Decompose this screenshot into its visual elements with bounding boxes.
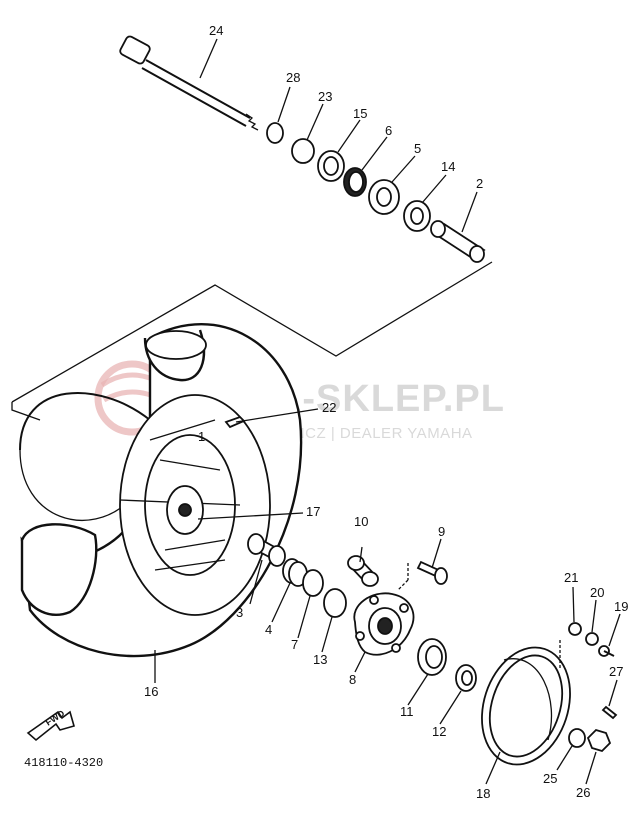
part-washer-28	[266, 122, 284, 144]
part-oring-13	[323, 588, 347, 618]
callout-6: 6	[385, 123, 392, 138]
callout-19: 19	[614, 599, 628, 614]
callout-24: 24	[209, 23, 223, 38]
part-bolt-9	[416, 560, 448, 585]
part-seal-12	[455, 664, 477, 692]
part-hub-8	[353, 592, 415, 656]
part-wheel-rim	[119, 394, 271, 616]
callout-4: 4	[265, 622, 272, 637]
callout-12: 12	[432, 724, 446, 739]
callout-11: 11	[400, 704, 414, 719]
callout-8: 8	[349, 672, 356, 687]
part-bearing-11	[417, 638, 447, 676]
callout-27: 27	[609, 664, 623, 679]
part-bolt-19	[598, 645, 615, 657]
callout-1: 1	[198, 429, 205, 444]
callout-16: 16	[144, 684, 158, 699]
callout-21: 21	[564, 570, 578, 585]
callout-28: 28	[286, 70, 300, 85]
part-seal-15	[317, 150, 345, 182]
part-collar-10	[347, 555, 379, 587]
callout-14: 14	[441, 159, 455, 174]
assembly-group-outline	[11, 261, 493, 403]
callout-17: 17	[306, 504, 320, 519]
part-axle	[119, 35, 259, 131]
part-21	[568, 622, 582, 636]
leader-lines	[154, 38, 621, 785]
callout-23: 23	[318, 89, 332, 104]
part-spacer-7	[302, 569, 324, 597]
part-collar-23	[291, 138, 315, 164]
callout-3: 3	[236, 605, 243, 620]
callout-7: 7	[291, 637, 298, 652]
callout-26: 26	[576, 785, 590, 800]
callout-15: 15	[353, 106, 367, 121]
part-nut-26	[586, 728, 612, 753]
part-brake-plate-18	[481, 646, 571, 766]
part-ring-14	[403, 200, 431, 232]
part-collar-3	[247, 533, 286, 567]
callout-13: 13	[313, 652, 327, 667]
assembly-group-outline-left	[11, 402, 41, 421]
callout-20: 20	[590, 585, 604, 600]
diagram-code: 418110-4320	[24, 756, 103, 770]
part-washer-25	[568, 728, 586, 748]
callout-5: 5	[414, 141, 421, 156]
callout-18: 18	[476, 786, 490, 801]
front-direction-arrow: FWD	[26, 708, 75, 742]
callout-2: 2	[476, 176, 483, 191]
part-bearing-5	[368, 179, 400, 215]
callout-9: 9	[438, 524, 445, 539]
part-cotter-pin-27	[601, 705, 618, 720]
callout-labels: 24 28 23 15 6 5 14 2 22 1 17 10 9 21 20 …	[144, 23, 628, 801]
callout-25: 25	[543, 771, 557, 786]
callout-22: 22	[322, 400, 336, 415]
part-spacer-2	[430, 220, 486, 263]
callout-10: 10	[354, 514, 368, 529]
part-20	[585, 632, 599, 646]
